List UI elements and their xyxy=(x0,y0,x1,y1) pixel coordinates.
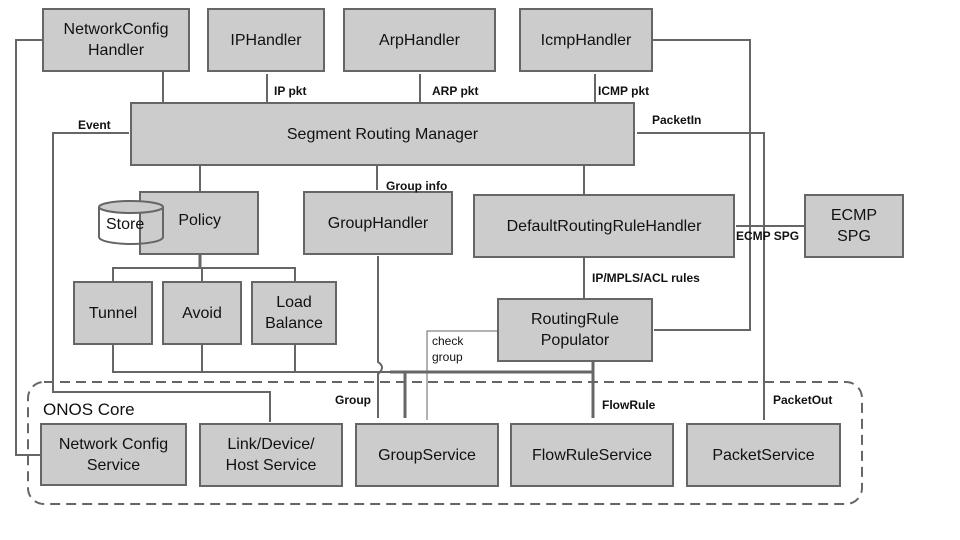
network-config-handler-label: NetworkConfig Handler xyxy=(63,21,169,59)
ip-handler-box: IPHandler xyxy=(207,8,325,72)
edge-label-packet-out: PacketOut xyxy=(773,393,833,407)
edge-label-packet-in: PacketIn xyxy=(652,113,702,127)
tunnel-label: Tunnel xyxy=(88,304,138,322)
edge-event xyxy=(52,132,271,422)
edge-label-event: Event xyxy=(78,118,111,132)
routing-rule-populator-box: RoutingRule Populator xyxy=(497,298,653,362)
group-service-label: GroupService xyxy=(378,446,476,464)
group-handler-label: GroupHandler xyxy=(327,214,429,232)
network-config-service-box: Network Config Service xyxy=(40,423,187,486)
link-device-host-service-label: Link/Device/ Host Service xyxy=(225,436,317,474)
avoid-label: Avoid xyxy=(182,304,222,322)
store-cylinder xyxy=(98,200,164,245)
onos-core-title: ONOS Core xyxy=(43,400,135,419)
group-service-box: GroupService xyxy=(355,423,499,487)
edge-label-ecmp-spg: ECMP SPG xyxy=(736,229,800,243)
network-config-handler-box: NetworkConfig Handler xyxy=(42,8,190,72)
edge-label-ip-mpls-acl-rules: IP/MPLS/ACL rules xyxy=(592,271,700,285)
edge-packet-in xyxy=(637,132,765,420)
flow-rule-service-box: FlowRuleService xyxy=(510,423,674,487)
edge-check-group xyxy=(426,330,497,420)
network-config-service-label: Network Config Service xyxy=(58,435,169,474)
edge-label-icmp-pkt: ICMP pkt xyxy=(598,84,650,98)
segment-routing-manager-label: Segment Routing Manager xyxy=(286,125,479,143)
edge-label-group-info: Group info xyxy=(386,179,448,193)
policy-box: Policy xyxy=(139,191,259,255)
edge-netconfig-handler-service xyxy=(15,39,43,456)
link-device-host-service-box: Link/Device/ Host Service xyxy=(199,423,343,487)
load-balance-box: Load Balance xyxy=(251,281,337,345)
segment-routing-manager-box: Segment Routing Manager xyxy=(130,102,635,166)
edge-group xyxy=(377,256,383,418)
avoid-box: Avoid xyxy=(162,281,242,345)
store-label: Store xyxy=(106,216,145,233)
edge-label-arp-pkt: ARP pkt xyxy=(432,84,479,98)
ecmp-spg-label: ECMP SPG xyxy=(830,207,878,245)
default-routing-rule-handler-box: DefaultRoutingRuleHandler xyxy=(473,194,735,258)
icmp-handler-box: IcmpHandler xyxy=(519,8,653,72)
edge-icmp-routing xyxy=(653,39,751,331)
edge-label-group: Group xyxy=(335,393,371,407)
packet-service-label: PacketService xyxy=(712,446,815,464)
edge-policy-children xyxy=(112,267,296,281)
ecmp-spg-box: ECMP SPG xyxy=(804,194,904,258)
flow-rule-service-label: FlowRuleService xyxy=(531,446,653,464)
policy-label: Policy xyxy=(178,211,221,229)
arp-handler-label: ArpHandler xyxy=(379,31,460,49)
arp-handler-box: ArpHandler xyxy=(343,8,496,72)
load-balance-label: Load Balance xyxy=(265,294,323,332)
icmp-handler-label: IcmpHandler xyxy=(540,31,632,49)
ip-handler-label: IPHandler xyxy=(230,31,302,49)
packet-service-box: PacketService xyxy=(686,423,841,487)
tunnel-box: Tunnel xyxy=(73,281,153,345)
edge-label-check-group: check group xyxy=(432,334,464,364)
routing-rule-populator-label: RoutingRule Populator xyxy=(530,311,620,349)
edge-label-ip-pkt: IP pkt xyxy=(274,84,307,98)
edge-label-flow-rule: FlowRule xyxy=(602,398,656,412)
onos-core-container xyxy=(27,381,863,505)
group-handler-box: GroupHandler xyxy=(303,191,453,255)
default-routing-rule-handler-label: DefaultRoutingRuleHandler xyxy=(506,217,702,235)
